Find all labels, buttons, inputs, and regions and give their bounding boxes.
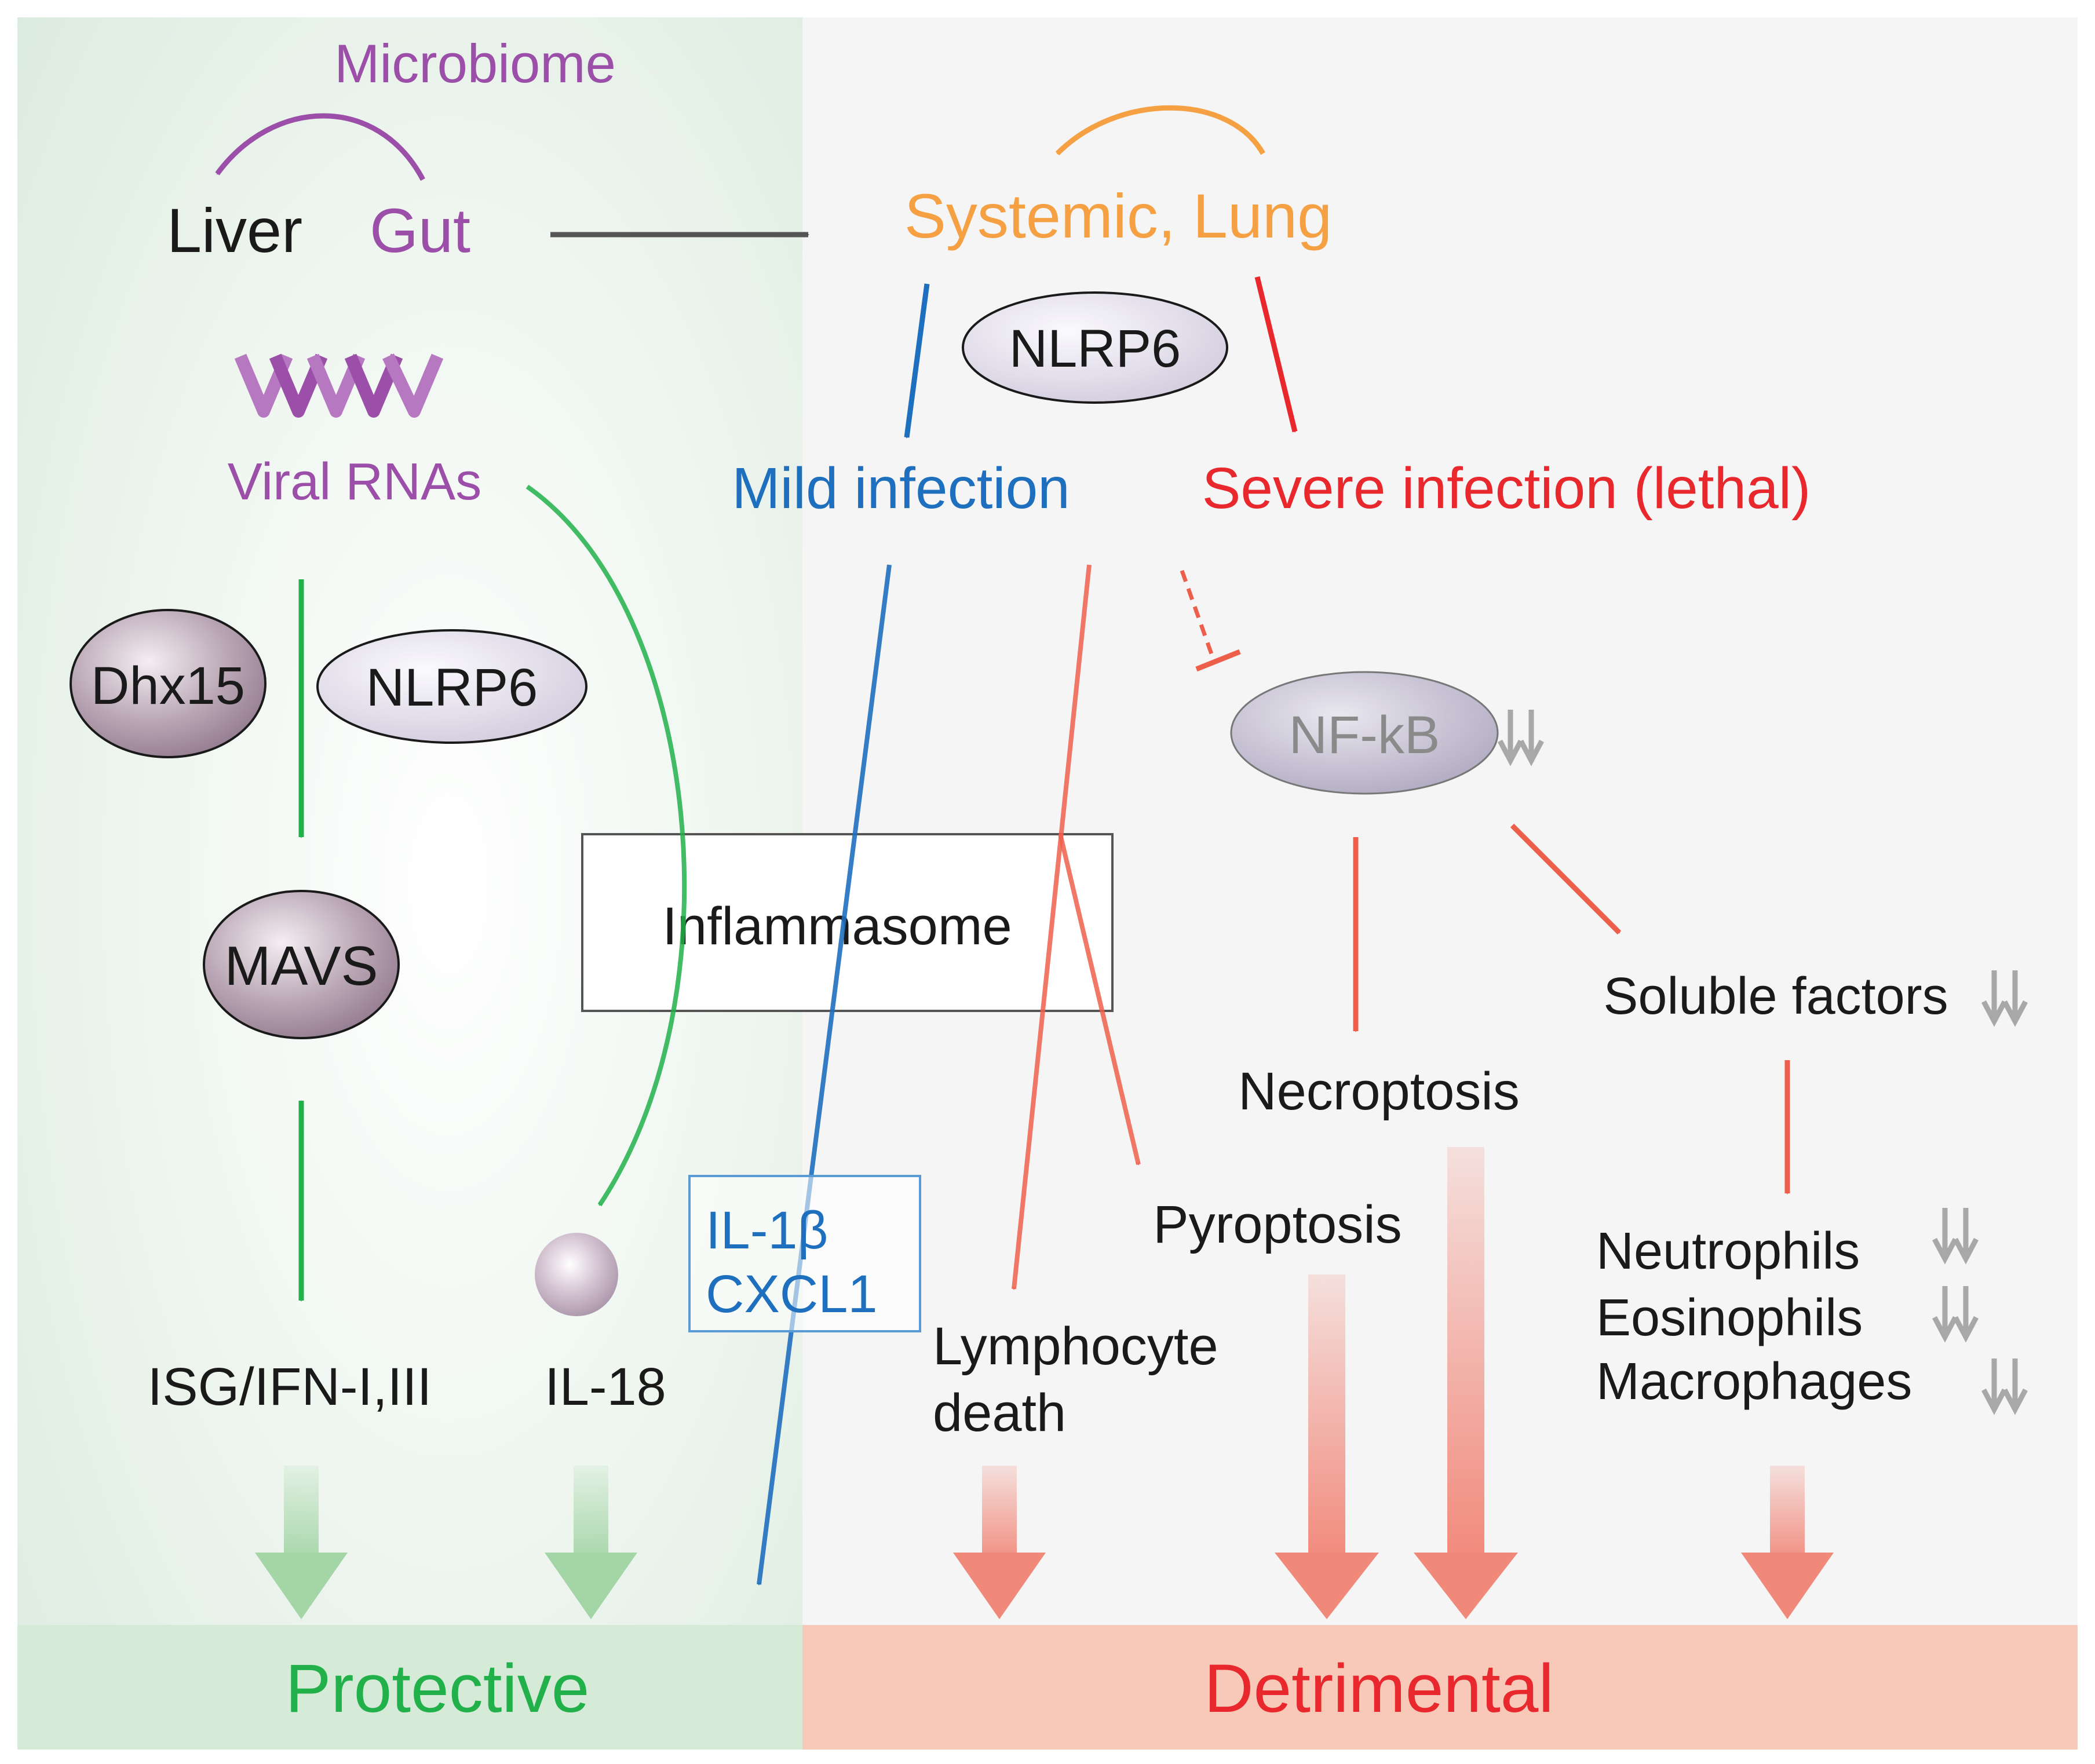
il1b-cxcl1-box <box>688 1175 921 1332</box>
rna-to-il18-arrow <box>525 484 687 1207</box>
liver-label: Liver <box>167 195 302 265</box>
mild-infection-label: Mild infection <box>732 456 1070 521</box>
eosinophils-label: Eosinophils <box>1596 1289 1863 1347</box>
death-label: death <box>933 1383 1066 1442</box>
to-severe-arrow <box>1254 276 1298 433</box>
detrimental-band <box>802 1625 2078 1750</box>
detrimental-arrow-necroptosis <box>1414 1147 1518 1619</box>
inflammasome-box <box>581 833 1114 1012</box>
mild-to-protective-arrow <box>757 564 892 1586</box>
il1b-label: IL-1β <box>706 1201 828 1260</box>
nlrp6-left-oval <box>316 629 587 744</box>
nfkb-inhibition-bar <box>1195 649 1241 672</box>
nfkb-oval <box>1230 671 1499 795</box>
microbiome-label: Microbiome <box>334 33 616 94</box>
pyroptosis-label: Pyroptosis <box>1153 1195 1402 1254</box>
protective-arrow-isg <box>255 1466 348 1619</box>
isg-label: ISG/IFN-I,III <box>148 1357 432 1416</box>
rna-strand-icon <box>234 353 444 418</box>
nfkb-inhibition-line <box>1180 569 1216 662</box>
systemic-lung-label: Systemic, Lung <box>904 181 1332 251</box>
nlrp6-top-label: NLRP6 <box>1009 319 1181 378</box>
mavs-label: MAVS <box>225 935 378 997</box>
gut-label: Gut <box>370 195 470 265</box>
detrimental-label: Detrimental <box>1204 1650 1553 1727</box>
to-mild-arrow <box>904 283 930 439</box>
microbiome-arc <box>215 113 425 181</box>
detrimental-arrow-pyroptosis <box>1275 1274 1379 1619</box>
inflammasome-label: Inflammasome <box>662 897 1012 956</box>
mavs-oval <box>203 890 400 1039</box>
nlrp6-top-oval <box>962 291 1228 404</box>
protective-label: Protective <box>286 1650 590 1727</box>
detrimental-arrow-cells <box>1741 1466 1834 1619</box>
protective-band <box>17 1625 802 1750</box>
dhx15-oval <box>70 609 267 758</box>
severe-infection-label: Severe infection (lethal) <box>1202 456 1811 521</box>
il18-label: IL-18 <box>545 1357 666 1416</box>
cxcl1-label: CXCL1 <box>706 1265 878 1324</box>
systemic-arc <box>1055 105 1265 156</box>
nfkb-label: NF-kB <box>1289 706 1440 765</box>
necroptosis-label: Necroptosis <box>1238 1062 1520 1121</box>
detrimental-arrow-lymphocyte <box>953 1466 1046 1619</box>
to-pyroptosis-arrow <box>1058 834 1141 1166</box>
neutrophils-label: Neutrophils <box>1596 1222 1860 1280</box>
nlrp6-left-label: NLRP6 <box>366 658 538 717</box>
protective-arrow-il18 <box>545 1466 637 1619</box>
nfkb-to-soluble-arrow <box>1510 823 1622 935</box>
macrophages-label: Macrophages <box>1596 1353 1912 1411</box>
to-lymphocyte-arrow <box>1012 564 1092 1290</box>
viral-rnas-label: Viral RNAs <box>228 453 481 511</box>
il18-sphere <box>535 1233 618 1316</box>
dhx15-label: Dhx15 <box>91 656 245 715</box>
lymphocyte-label: Lymphocyte <box>933 1317 1218 1376</box>
soluble-factors-label: Soluble factors <box>1603 967 1948 1025</box>
